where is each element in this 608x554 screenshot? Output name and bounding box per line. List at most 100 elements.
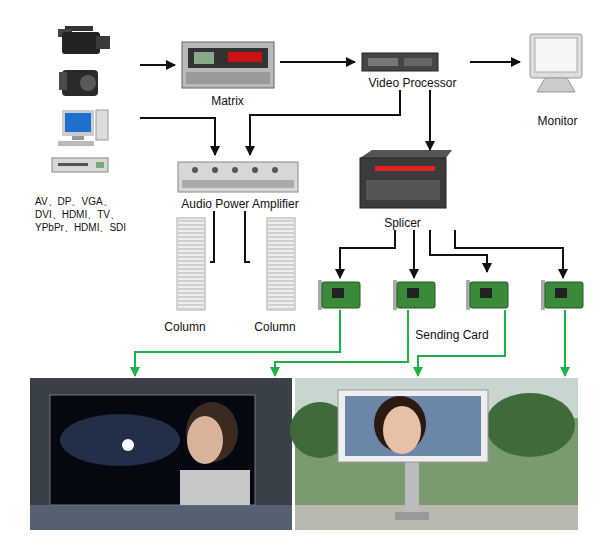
node-label: Sending Card [312, 328, 592, 342]
branch-wire [413, 230, 415, 278]
matrix-lower-panel [186, 72, 270, 84]
node-label: Audio Power Amplifier [165, 197, 315, 211]
sending-card [470, 282, 508, 308]
billboard-pole [405, 462, 419, 514]
connector-arrow [250, 90, 400, 155]
splicer-panel [366, 180, 440, 200]
signal-line [135, 310, 340, 376]
connector-arrow [429, 90, 431, 150]
matrix-panel [188, 48, 268, 68]
screen-face [187, 416, 223, 464]
matrix-lcd [194, 52, 214, 64]
node-label: Column [250, 320, 300, 334]
tree [485, 393, 575, 457]
led-screen [50, 395, 255, 505]
screen-sparkle [122, 439, 134, 451]
card-chip [480, 288, 492, 298]
pc-screen [65, 113, 91, 132]
screen-glow [60, 414, 180, 466]
node-label: Matrix [175, 94, 280, 108]
column-speaker [177, 218, 205, 310]
camera-body [62, 70, 98, 96]
amplifier-knob [192, 167, 198, 173]
branch-wire [340, 230, 395, 278]
pc-monitor [62, 110, 94, 136]
amplifier-chassis [178, 162, 298, 192]
camcorder-lens [96, 36, 110, 49]
screen-figure [180, 470, 250, 505]
pc-keyboard [58, 141, 94, 146]
matrix-switcher: Matrix [175, 38, 280, 108]
connector-arrow [140, 118, 215, 155]
dvd-display [96, 162, 104, 168]
splicer-lid [360, 150, 452, 158]
node-label: Column [160, 320, 210, 334]
connector-arrow [280, 61, 355, 63]
splicer: Splicer [355, 150, 450, 230]
splicer-chassis [360, 158, 446, 208]
pc-tower [96, 110, 108, 140]
amplifier-knob [232, 167, 238, 173]
sending-card [322, 282, 360, 308]
card-chip [332, 288, 344, 298]
card-bracket [541, 280, 545, 310]
billboard-face [383, 406, 421, 454]
building-windows [30, 505, 292, 530]
billboard-base [395, 512, 429, 520]
signal-line [418, 310, 505, 376]
node-label: AV、DP、VGA、 DVI、HDMI、TV、 YPbPr、HDMI、SDI [35, 195, 140, 234]
camera-lens [80, 75, 96, 91]
processor-ports [368, 58, 398, 66]
speaker-grille [267, 218, 295, 310]
monitor-base [537, 78, 575, 92]
processor-chassis [362, 53, 438, 71]
monitor: Monitor [520, 28, 595, 128]
processor-ports [404, 58, 432, 66]
node-label: Splicer [355, 216, 450, 230]
matrix-digits [228, 52, 262, 62]
amplifier-knob [272, 167, 278, 173]
billboard-frame [338, 390, 488, 462]
speaker-grille [177, 218, 205, 310]
connector-arrow [430, 230, 487, 272]
camera-screen [59, 72, 67, 90]
amplifier-strip [182, 180, 294, 188]
column-speaker [267, 218, 295, 310]
card-bracket [393, 280, 397, 310]
video-processor: Video Processor [355, 48, 470, 90]
amplifier-knob [252, 167, 258, 173]
pc-stand [72, 136, 84, 140]
splicer-lights [375, 166, 435, 171]
source-devices: AV、DP、VGA、 DVI、HDMI、TV、 YPbPr、HDMI、SDI [35, 22, 140, 234]
card-chip [555, 288, 567, 298]
monitor-screen [535, 38, 577, 72]
monitor-frame [530, 34, 582, 78]
connector-arrow [140, 64, 175, 66]
signal-line [275, 310, 408, 376]
connector-arrow [210, 211, 214, 262]
dvd-tray [58, 163, 88, 166]
sending-card [397, 282, 435, 308]
street-scene [295, 378, 578, 530]
card-chip [407, 288, 419, 298]
amplifier-knob [212, 167, 218, 173]
building-facade [30, 378, 292, 530]
matrix-chassis [182, 42, 274, 88]
dvd-player [52, 158, 108, 172]
column-speaker-box: Column [250, 214, 300, 334]
node-label: Video Processor [355, 76, 470, 90]
connector-arrow [245, 211, 250, 262]
card-bracket [466, 280, 470, 310]
audio-amplifier: Audio Power Amplifier [165, 155, 315, 211]
signal-line [564, 310, 566, 376]
camcorder-body [62, 32, 100, 54]
sending-card-group: Sending Card [312, 272, 592, 342]
sending-card [545, 282, 583, 308]
connector-arrow [470, 61, 520, 63]
card-bracket [318, 280, 322, 310]
pavement [295, 505, 578, 530]
